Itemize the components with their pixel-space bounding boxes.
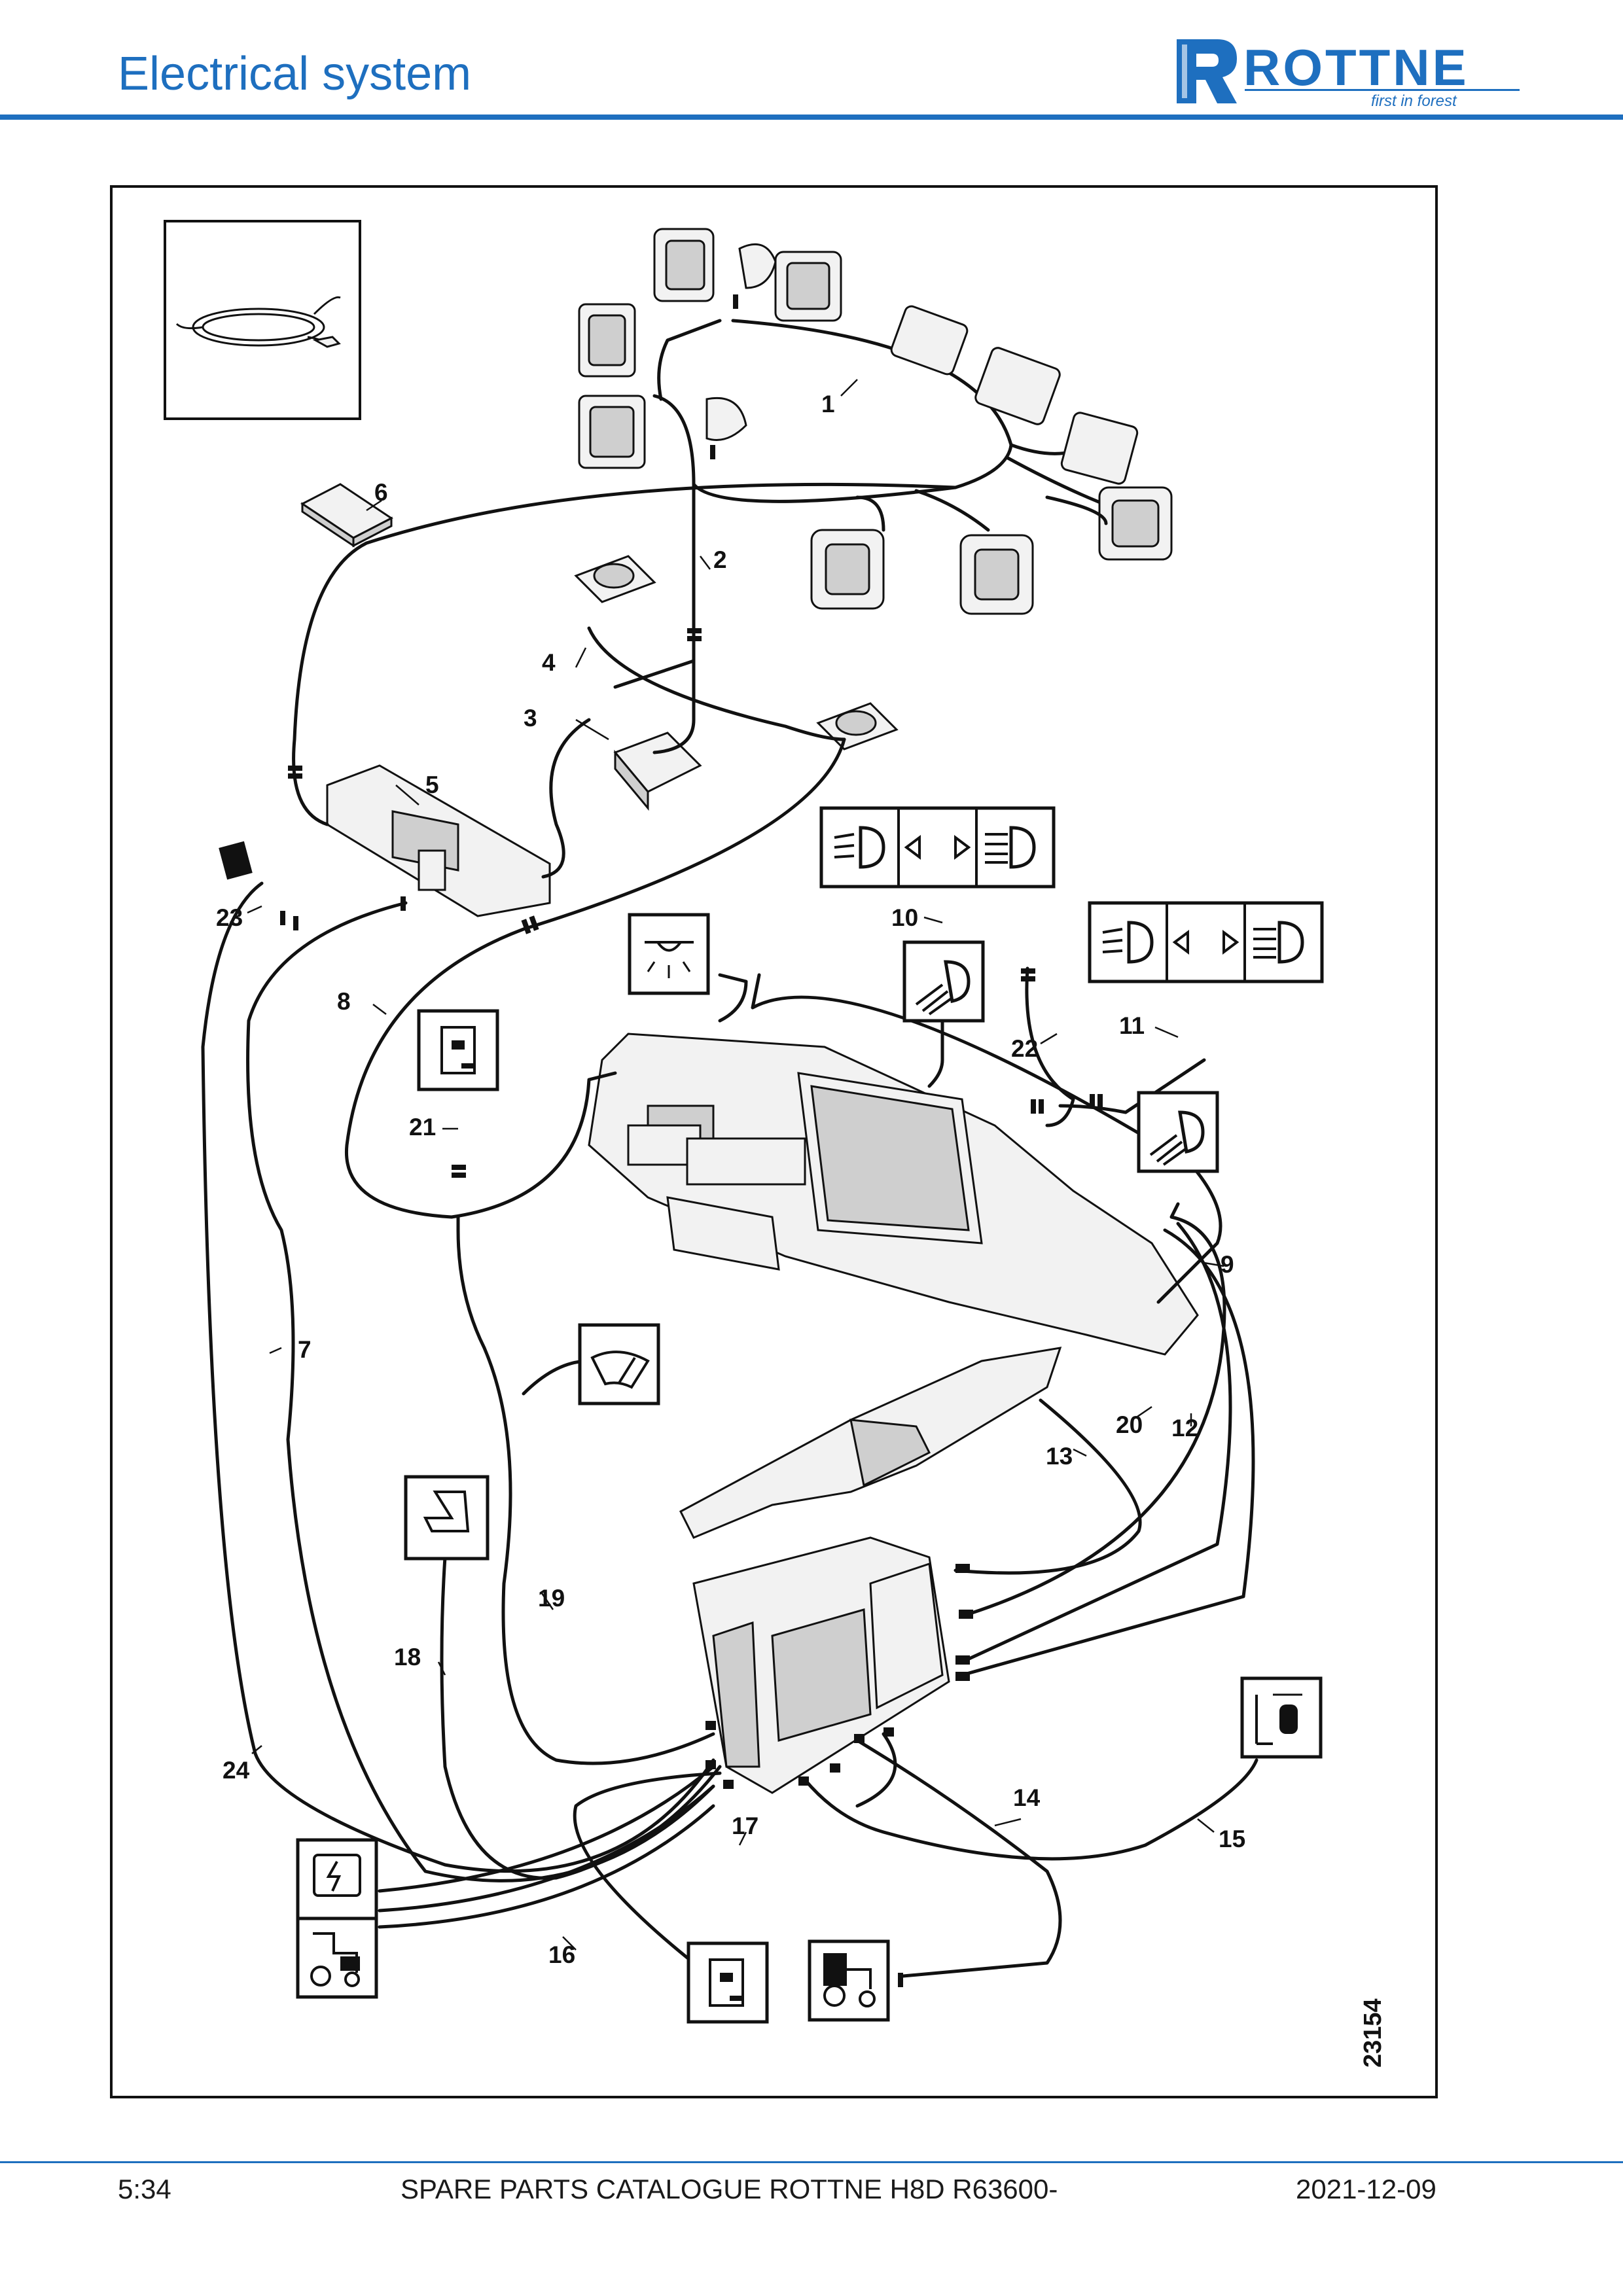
work-light-icon — [974, 347, 1061, 425]
rottne-logo: ROTTNE first in forest — [1177, 39, 1520, 110]
drawing-number: 23154 — [1359, 1998, 1387, 2068]
work-light-icon — [774, 251, 842, 322]
cab-dashboard-icon — [588, 1033, 1199, 1356]
callout-2: 2 — [713, 546, 727, 573]
callout-13: 13 — [1046, 1443, 1073, 1470]
socket-icon — [296, 1838, 378, 1920]
page-number: 5:34 — [118, 2174, 171, 2204]
connector-icon — [521, 915, 539, 934]
callout-8: 8 — [337, 988, 351, 1015]
tractor-icon — [296, 1916, 378, 1999]
callout-12: 12 — [1171, 1415, 1198, 1441]
logo-tagline: first in forest — [1371, 92, 1457, 110]
work-light-icon — [1060, 412, 1139, 485]
work-light-icon — [653, 228, 715, 302]
callout-10: 10 — [891, 904, 918, 931]
callout-24: 24 — [223, 1757, 250, 1784]
callout-18: 18 — [394, 1644, 421, 1670]
speaker-icon — [816, 702, 899, 751]
control-unit-icon — [613, 732, 702, 811]
header-divider — [0, 115, 1623, 120]
callout-1: 1 — [821, 391, 835, 417]
callout-5: 5 — [425, 771, 439, 798]
connector-icon — [687, 628, 702, 641]
callout-16: 16 — [548, 1941, 575, 1968]
callout-22: 22 — [1011, 1035, 1038, 1062]
callout-6: 6 — [374, 479, 388, 506]
callout-20: 20 — [1116, 1411, 1143, 1438]
page-title: Electrical system — [118, 48, 472, 100]
door-icon — [417, 1009, 499, 1091]
work-light-switch-icon — [902, 940, 985, 1023]
work-light-icon — [1098, 486, 1173, 561]
headlight-switch-icon — [1088, 901, 1324, 983]
catalogue-title: SPARE PARTS CATALOGUE ROTTNE H8D R63600- — [401, 2174, 1058, 2204]
door-icon — [687, 1941, 769, 2024]
central-electrical-box-icon — [692, 1536, 950, 1794]
callout-4: 4 — [542, 649, 556, 676]
headlight-switch-icon — [819, 806, 1056, 889]
work-light-icon — [810, 529, 885, 610]
callout-23: 23 — [216, 904, 243, 931]
connector-icon — [705, 294, 973, 1987]
machine-icon — [808, 1939, 890, 2022]
logo-wordmark: ROTTNE — [1243, 39, 1469, 96]
callout-17: 17 — [732, 1812, 758, 1839]
connector-plug-icon — [219, 841, 253, 880]
work-light-icon — [959, 534, 1034, 615]
speaker-icon — [574, 555, 656, 603]
side-console-icon — [679, 1347, 1062, 1539]
callout-7: 7 — [298, 1336, 312, 1363]
callout-14: 14 — [1013, 1784, 1041, 1811]
work-light-icon — [578, 395, 646, 469]
wiper-icon — [578, 1323, 660, 1405]
callout-21: 21 — [409, 1114, 436, 1140]
work-light-switch-icon — [1137, 1091, 1219, 1173]
work-light-icon — [890, 305, 969, 376]
seat-icon — [404, 1475, 490, 1561]
work-light-icon — [705, 397, 747, 441]
callout-9: 9 — [1221, 1251, 1234, 1278]
connector-icon — [288, 766, 302, 779]
work-light-icon — [738, 243, 777, 289]
diagram-frame — [110, 185, 1438, 2098]
cab-tilt-icon — [1240, 1676, 1323, 1759]
catalogue-date: 2021-12-09 — [1296, 2174, 1436, 2204]
connector-icon — [280, 896, 406, 930]
connector-icon — [1021, 968, 1035, 981]
callout-19: 19 — [538, 1585, 565, 1612]
cable-kit-icon — [164, 220, 361, 420]
connector-icon — [452, 1165, 466, 1178]
callout-11: 11 — [1119, 1012, 1145, 1039]
relay-block-icon — [300, 483, 393, 548]
footer-divider — [0, 2161, 1623, 2163]
connector-icon — [1031, 1094, 1103, 1114]
rottne-logo-mark-icon — [1177, 39, 1237, 103]
callout-3: 3 — [524, 705, 537, 732]
work-light-icon — [578, 303, 636, 378]
callout-15: 15 — [1219, 1826, 1245, 1852]
interior-light-icon — [628, 913, 710, 995]
